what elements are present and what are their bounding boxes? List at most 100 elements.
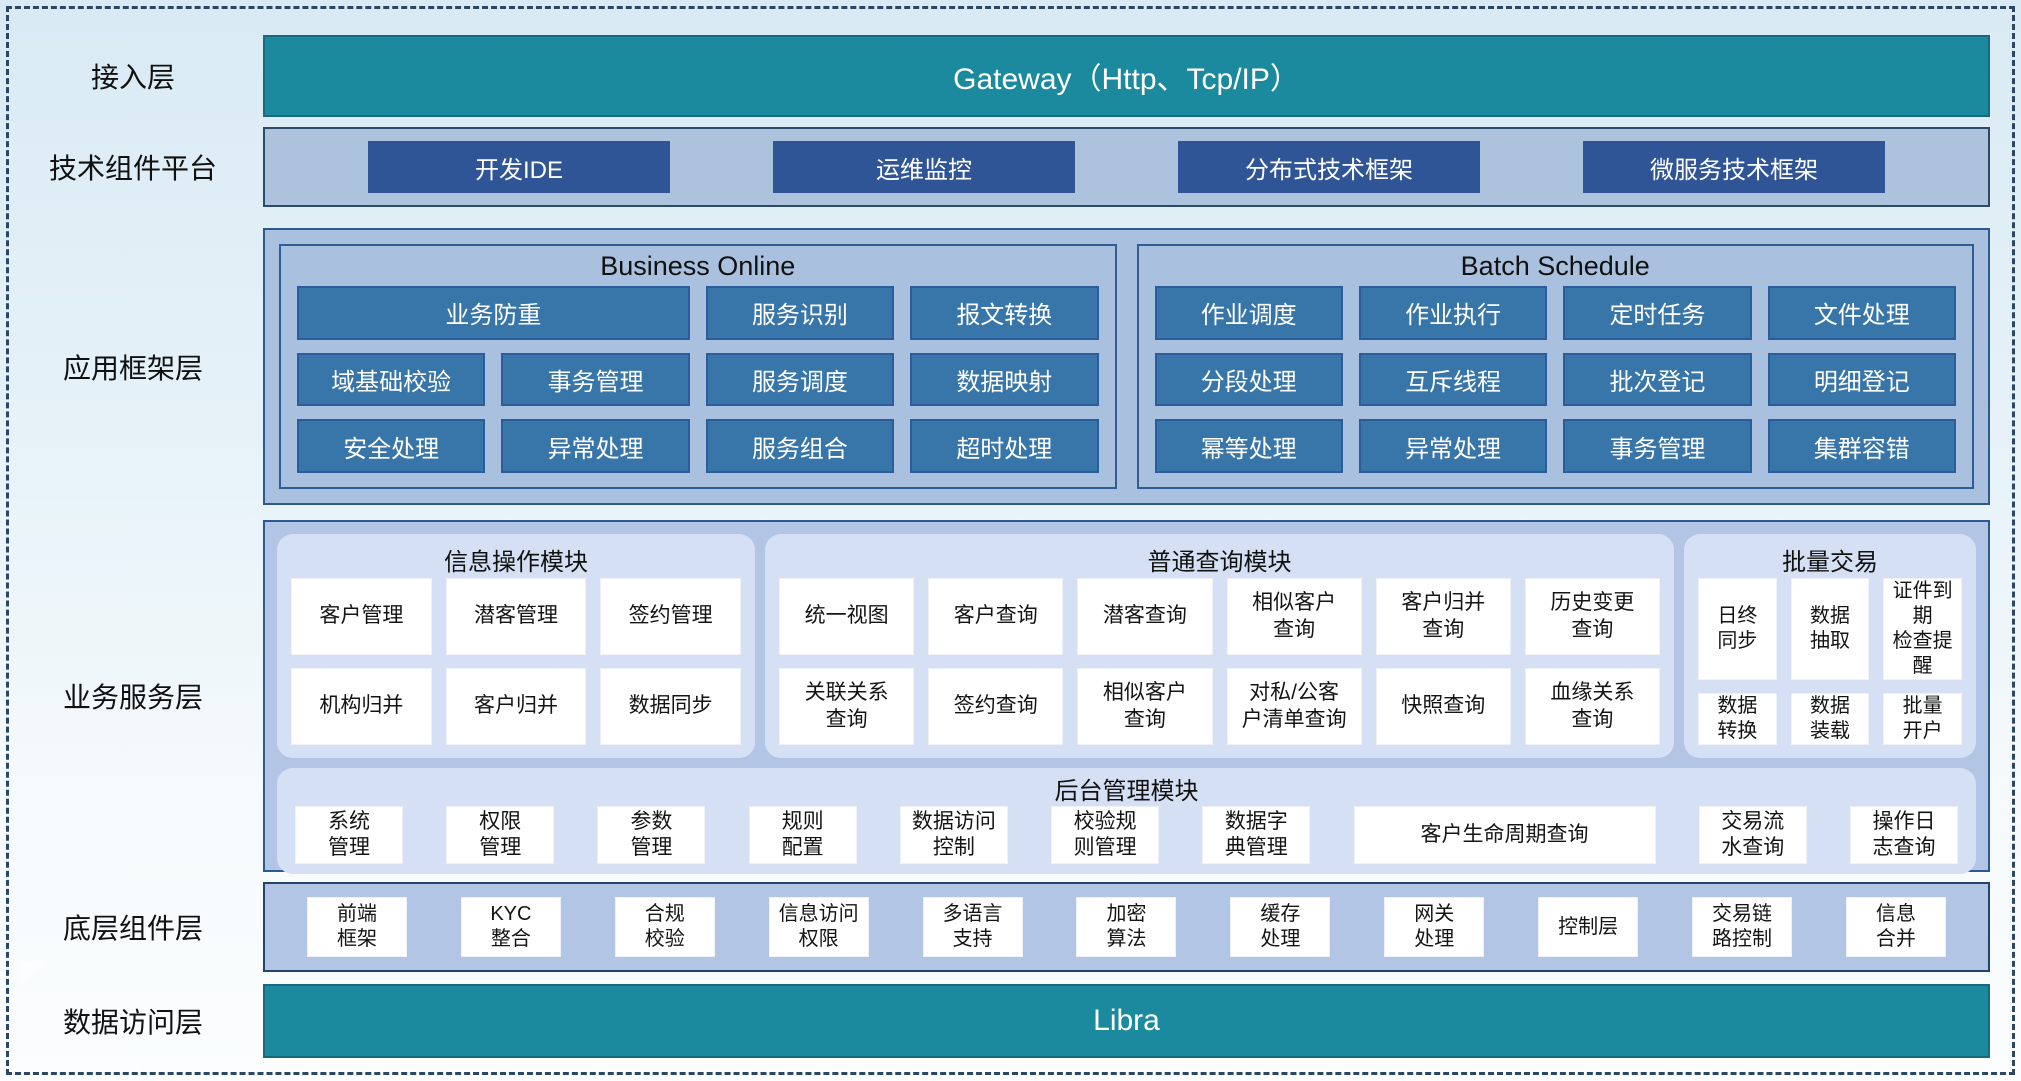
admin-item: 操作日 志查询	[1849, 806, 1958, 864]
business-service-panel: 信息操作模块 客户管理 潜客管理 签约管理 机构归并 客户归并 数据同步 普通查…	[263, 520, 1990, 874]
batch-schedule-group: Batch Schedule 作业调度 作业执行 定时任务 文件处理 分段处理 …	[1136, 244, 1974, 489]
query-item: 统一视图	[779, 578, 915, 655]
info-item: 数据同步	[600, 668, 741, 745]
libra-title: Libra	[1093, 1004, 1160, 1037]
admin-item: 交易流 水查询	[1698, 806, 1807, 864]
tech-item-distributed-framework: 分布式技术框架	[1178, 141, 1480, 193]
business-online-title: Business Online	[600, 250, 796, 281]
batch-item: 作业执行	[1358, 286, 1548, 340]
backoffice-admin-title: 后台管理模块	[1054, 777, 1199, 805]
batch-trade-title: 批量交易	[1782, 548, 1878, 576]
admin-item-customer-lifecycle: 客户生命周期查询	[1353, 806, 1656, 864]
online-item: 超时处理	[910, 419, 1099, 473]
base-item: 加密 算法	[1076, 897, 1177, 957]
batch-schedule-title: Batch Schedule	[1460, 250, 1650, 281]
info-item: 机构归并	[291, 668, 432, 745]
query-item: 快照查询	[1375, 668, 1511, 745]
online-item: 服务组合	[705, 419, 895, 473]
query-item: 关联关系 查询	[779, 668, 915, 745]
batch-trade-item: 数据 抽取	[1790, 578, 1870, 680]
gateway-bar: Gateway（Http、Tcp/IP）	[263, 35, 1990, 117]
layer-label-tech-platform: 技术组件平台	[48, 153, 217, 184]
batch-trade-item: 日终 同步	[1698, 578, 1777, 680]
batch-item: 定时任务	[1563, 286, 1752, 340]
libra-bar: Libra	[263, 984, 1990, 1058]
base-item: 前端 框架	[307, 897, 407, 957]
layer-label-access: 接入层	[90, 62, 175, 93]
general-query-title: 普通查询模块	[1147, 548, 1292, 576]
online-item-dedup: 业务防重	[297, 286, 690, 340]
batch-schedule-grid: 作业调度 作业执行 定时任务 文件处理 分段处理 互斥线程 批次登记 明细登记 …	[1139, 286, 1973, 487]
batch-item: 作业调度	[1154, 286, 1343, 340]
batch-item: 批次登记	[1563, 352, 1752, 407]
query-item: 相似客户 查询	[1226, 578, 1362, 655]
query-item: 对私/公客 户清单查询	[1226, 668, 1362, 745]
batch-trade-item: 证件到期 检查提醒	[1883, 578, 1962, 680]
online-item: 服务调度	[705, 352, 895, 407]
base-item: 网关 处理	[1384, 897, 1485, 957]
batch-trade-module: 批量交易 日终 同步 数据 抽取 证件到期 检查提醒 数据 转换 数据 装载 批…	[1684, 534, 1976, 758]
query-item: 潜客查询	[1077, 578, 1213, 655]
base-item: KYC 整合	[460, 897, 561, 957]
online-item: 数据映射	[910, 352, 1099, 407]
tech-item-dev-ide: 开发IDE	[368, 141, 670, 193]
online-item: 服务识别	[705, 286, 895, 340]
query-item: 客户归并 查询	[1375, 578, 1511, 655]
base-item: 交易链 路控制	[1692, 897, 1793, 957]
admin-item: 数据字 典管理	[1202, 806, 1311, 864]
base-item: 合规 校验	[614, 897, 715, 957]
online-item: 事务管理	[501, 352, 690, 407]
batch-item: 文件处理	[1767, 286, 1956, 340]
info-item: 签约管理	[600, 578, 741, 655]
backoffice-admin-module: 后台管理模块 系统 管理 权限 管理 参数 管理 规则 配置 数据访问 控制 校…	[277, 768, 1976, 874]
query-item: 历史变更 查询	[1524, 578, 1660, 655]
batch-trade-item: 数据 转换	[1698, 693, 1777, 745]
gateway-title: Gateway（Http、Tcp/IP）	[953, 63, 1300, 96]
layer-label-base-components: 底层组件层	[62, 913, 203, 944]
admin-item: 校验规 则管理	[1051, 806, 1160, 864]
query-item: 相似客户 查询	[1077, 668, 1213, 745]
business-online-group: Business Online 业务防重 服务识别 报文转换 域基础校验 事务管…	[279, 244, 1117, 489]
info-item: 客户归并	[445, 668, 587, 745]
general-query-grid: 统一视图 客户查询 潜客查询 相似客户 查询 客户归并 查询 历史变更 查询 关…	[779, 578, 1660, 745]
base-item: 多语言 支持	[922, 897, 1023, 957]
batch-item: 互斥线程	[1358, 352, 1548, 407]
admin-item: 参数 管理	[597, 806, 706, 864]
tech-platform-panel: 开发IDE 运维监控 分布式技术框架 微服务技术框架	[263, 127, 1990, 207]
info-operation-title: 信息操作模块	[444, 548, 588, 576]
tech-item-ops-monitor: 运维监控	[773, 141, 1075, 193]
batch-item: 事务管理	[1563, 419, 1752, 473]
batch-item: 明细登记	[1767, 352, 1956, 407]
business-online-grid: 业务防重 服务识别 报文转换 域基础校验 事务管理 服务调度 数据映射 安全处理…	[281, 286, 1115, 487]
online-item: 报文转换	[910, 286, 1099, 340]
info-item: 潜客管理	[445, 578, 587, 655]
batch-item: 异常处理	[1358, 419, 1548, 473]
base-item: 缓存 处理	[1230, 897, 1331, 957]
backoffice-admin-row: 系统 管理 权限 管理 参数 管理 规则 配置 数据访问 控制 校验规 则管理 …	[295, 806, 1958, 864]
general-query-module: 普通查询模块 统一视图 客户查询 潜客查询 相似客户 查询 客户归并 查询 历史…	[765, 534, 1674, 758]
query-item: 血缘关系 查询	[1524, 668, 1660, 745]
base-item: 信息 合并	[1845, 897, 1946, 957]
batch-trade-item: 批量 开户	[1883, 693, 1962, 745]
online-item: 异常处理	[501, 419, 690, 473]
base-item: 控制层	[1538, 897, 1639, 957]
batch-item: 集群容错	[1767, 419, 1956, 473]
info-operation-grid: 客户管理 潜客管理 签约管理 机构归并 客户归并 数据同步	[291, 578, 741, 745]
admin-item: 系统 管理	[295, 806, 403, 864]
batch-trade-grid: 日终 同步 数据 抽取 证件到期 检查提醒 数据 转换 数据 装载 批量 开户	[1698, 578, 1962, 745]
query-item: 客户查询	[928, 578, 1064, 655]
admin-item: 规则 配置	[748, 806, 857, 864]
info-item: 客户管理	[291, 578, 432, 655]
batch-trade-item: 数据 装载	[1790, 693, 1870, 745]
online-item: 域基础校验	[297, 352, 486, 407]
business-service-top-row: 信息操作模块 客户管理 潜客管理 签约管理 机构归并 客户归并 数据同步 普通查…	[277, 534, 1976, 758]
online-item: 安全处理	[297, 419, 486, 473]
admin-item: 数据访问 控制	[899, 806, 1008, 864]
layer-label-app-framework: 应用框架层	[62, 352, 203, 384]
layer-label-data-access: 数据访问层	[62, 1007, 203, 1038]
batch-item: 分段处理	[1154, 352, 1343, 407]
base-item: 信息访问 权限	[768, 897, 869, 957]
app-framework-panel: Business Online 业务防重 服务识别 报文转换 域基础校验 事务管…	[263, 228, 1990, 505]
layer-label-business-service: 业务服务层	[62, 682, 203, 713]
